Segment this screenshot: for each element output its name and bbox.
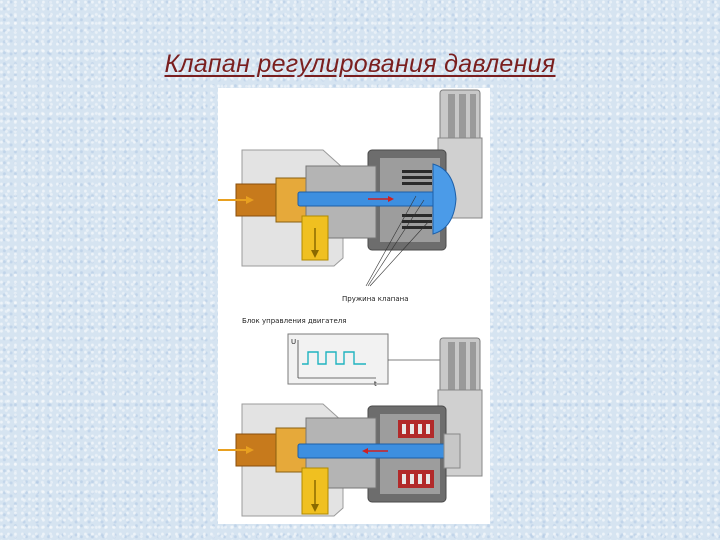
top-valve-section [218, 89, 483, 287]
axis-u-label: U [291, 338, 296, 346]
slide-title: Клапан регулирования давления [164, 50, 556, 78]
spring-label: Пружина клапана [342, 295, 409, 303]
ecu-signal-plot: U t [287, 333, 440, 388]
valve-diagram: Пружина клапана Блок управления двигател… [218, 88, 490, 524]
axis-t-label: t [374, 380, 377, 388]
ecu-label: Блок управления двигателя [242, 317, 346, 325]
bottom-valve-section [218, 337, 483, 517]
